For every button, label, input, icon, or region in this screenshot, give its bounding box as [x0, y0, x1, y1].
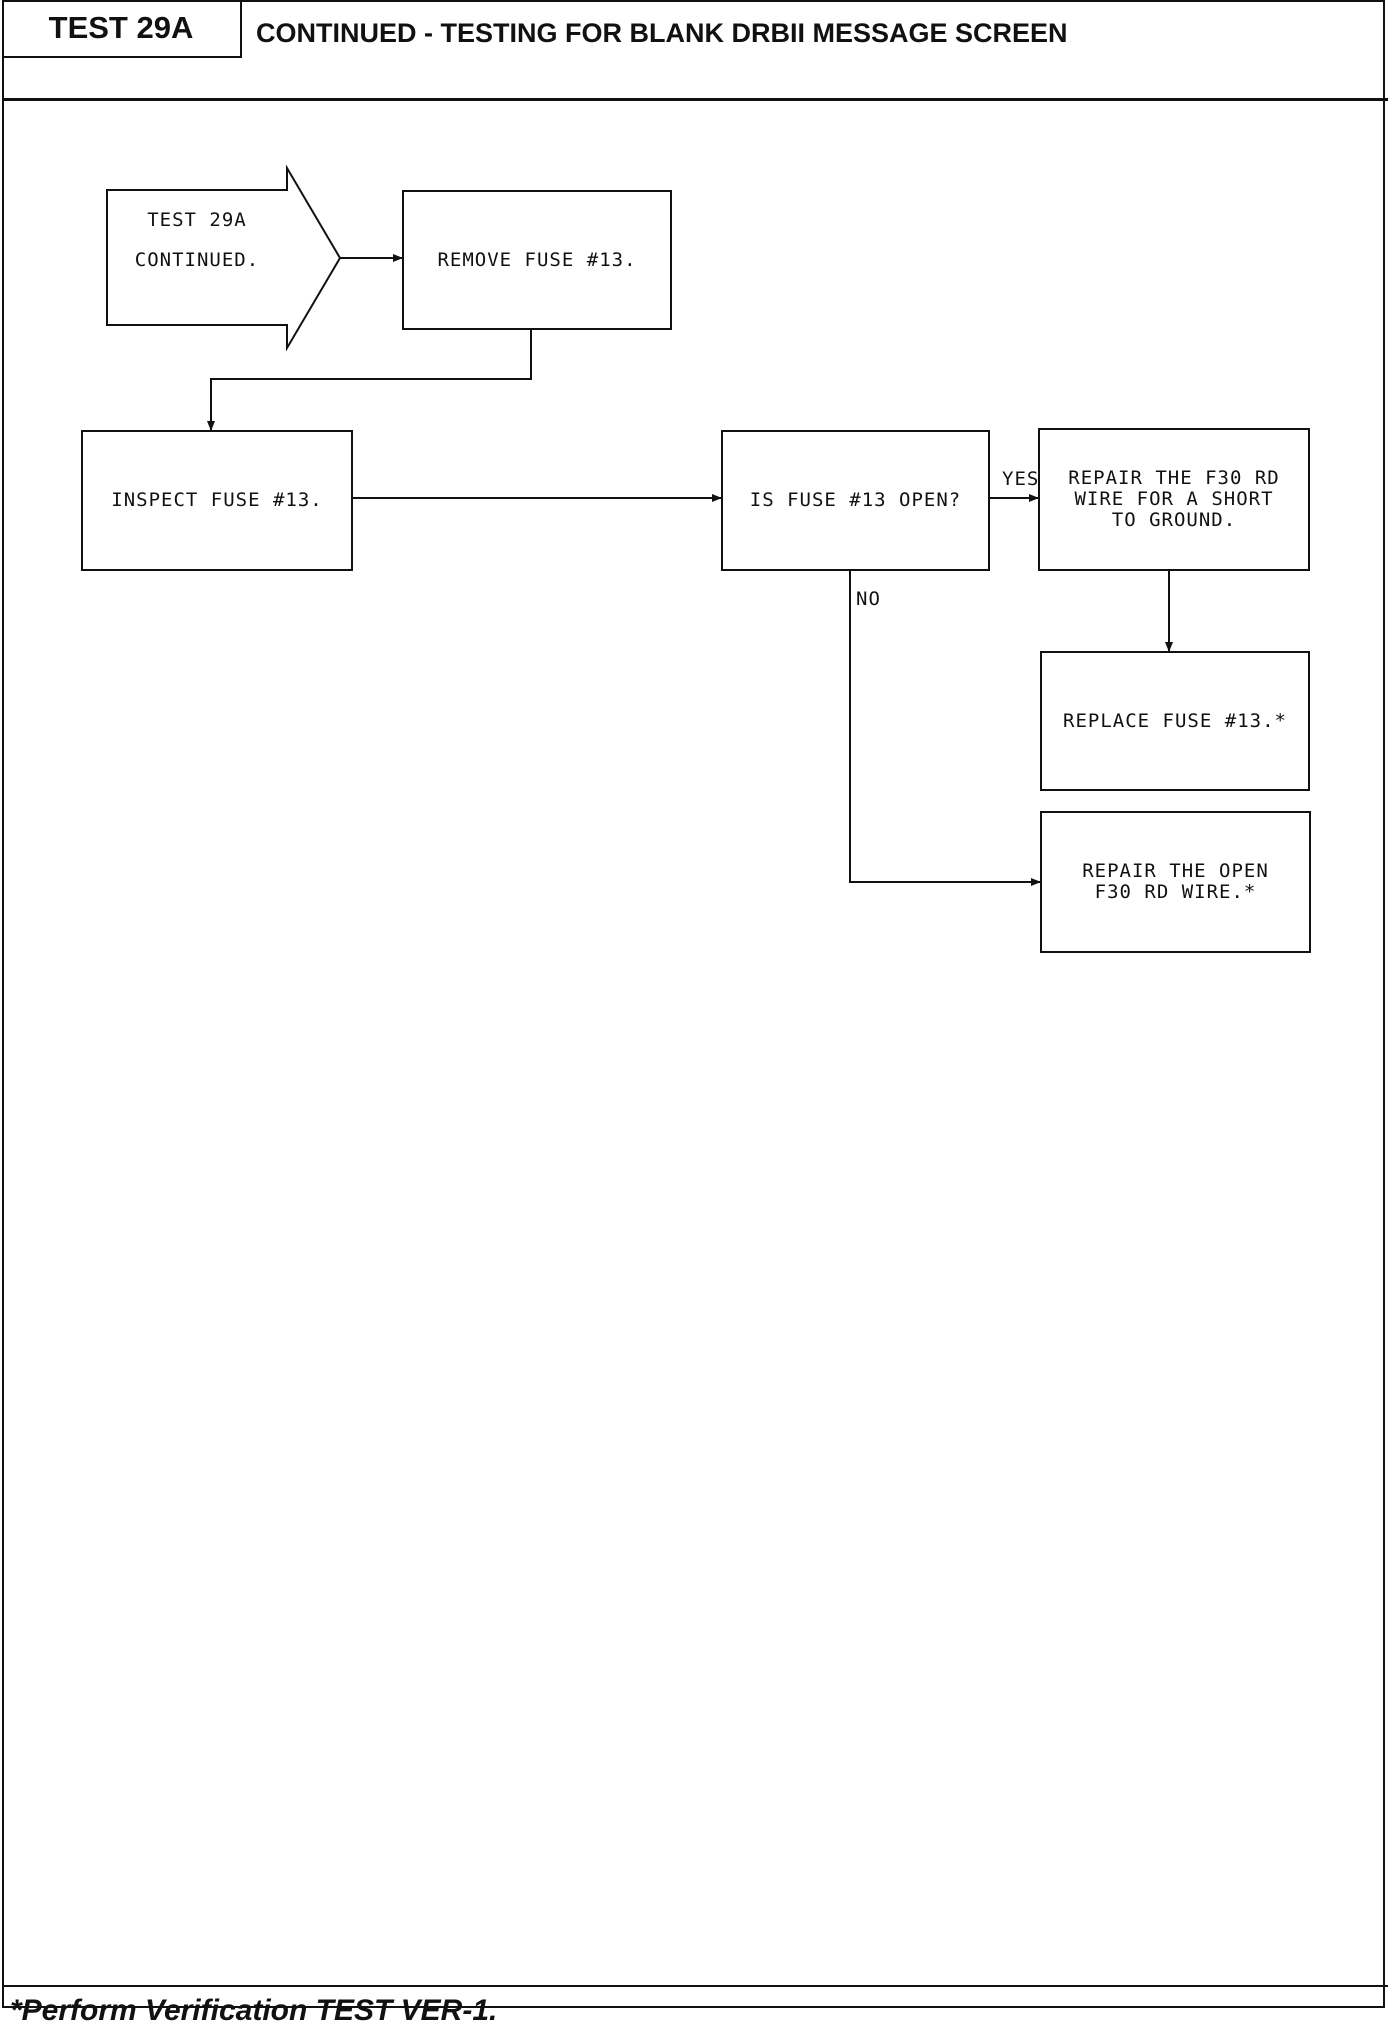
- header-divider: [2, 98, 1388, 101]
- repair-open-box: REPAIR THE OPEN F30 RD WIRE.*: [1040, 811, 1311, 953]
- page-title: CONTINUED - TESTING FOR BLANK DRBII MESS…: [256, 17, 1068, 48]
- test-label: TEST 29A: [2, 0, 242, 58]
- replace-fuse-box: REPLACE FUSE #13.*: [1040, 651, 1310, 791]
- footer-divider: [2, 1985, 1388, 1987]
- yes-label: YES: [1002, 468, 1040, 490]
- entry-arrow-shape: [106, 164, 342, 352]
- is-fuse-open-decision: IS FUSE #13 OPEN?: [721, 430, 990, 571]
- remove-fuse-box: REMOVE FUSE #13.: [402, 190, 672, 330]
- footer-note: *Perform Verification TEST VER-1.: [10, 1994, 498, 2027]
- edge-no: [849, 570, 1041, 886]
- edge-remove-to-inspect: [207, 330, 532, 431]
- no-label: NO: [856, 588, 881, 610]
- entry-label: TEST 29A CONTINUED.: [134, 209, 260, 271]
- inspect-fuse-box: INSPECT FUSE #13.: [81, 430, 353, 571]
- repair-short-box: REPAIR THE F30 RD WIRE FOR A SHORT TO GR…: [1038, 428, 1310, 571]
